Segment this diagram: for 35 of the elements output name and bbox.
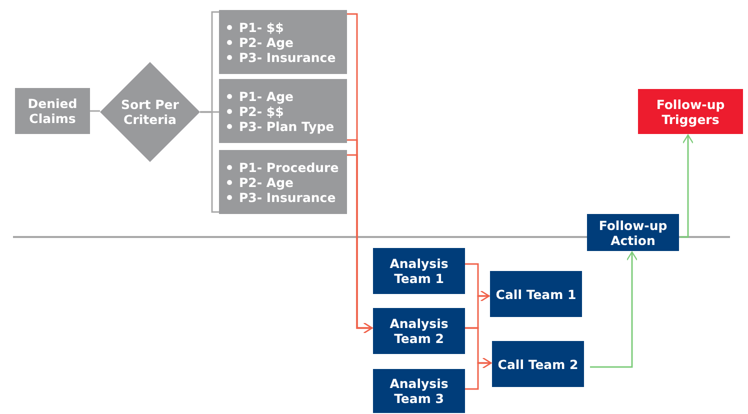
decision-diamond — [100, 62, 200, 162]
node-label: Analysis Team 3 — [388, 376, 450, 406]
connector-line — [90, 110, 100, 112]
node-label: Follow-up Triggers — [655, 96, 726, 126]
list-item: P1- $$ — [239, 20, 284, 34]
list-item: P3- Insurance — [239, 50, 336, 64]
criteria-box — [219, 79, 347, 143]
node-label: Analysis Team 1 — [388, 256, 450, 286]
process-box — [492, 341, 584, 387]
criteria-box — [219, 150, 347, 214]
node-label: Denied Claims — [26, 96, 78, 126]
list-item: P3- Insurance — [239, 190, 336, 204]
process-box — [373, 369, 465, 413]
list-item: P2- Age — [239, 34, 294, 50]
node-label: Sort Per Criteria — [120, 97, 180, 127]
process-box — [638, 89, 743, 134]
process-box — [490, 271, 582, 317]
list-item: P2- Age — [239, 174, 294, 190]
node-label: Call Team 1 — [496, 286, 576, 302]
list-item: P1- Age — [239, 88, 294, 104]
connector-line — [200, 111, 219, 213]
arrow — [465, 357, 492, 390]
list-item: P2- $$ — [239, 104, 284, 118]
process-box — [373, 308, 465, 354]
node-label: Call Team 2 — [498, 356, 578, 372]
list-item: P1- Procedure — [239, 160, 339, 174]
process-box — [587, 214, 679, 251]
arrow — [590, 251, 638, 368]
criteria-box — [219, 10, 347, 74]
arrow — [680, 134, 694, 238]
process-box — [373, 248, 465, 294]
node-label: Follow-up Action — [598, 218, 668, 248]
process-box — [15, 88, 90, 134]
list-item: P3- Plan Type — [239, 118, 334, 134]
node-label: Analysis Team 2 — [388, 316, 450, 346]
